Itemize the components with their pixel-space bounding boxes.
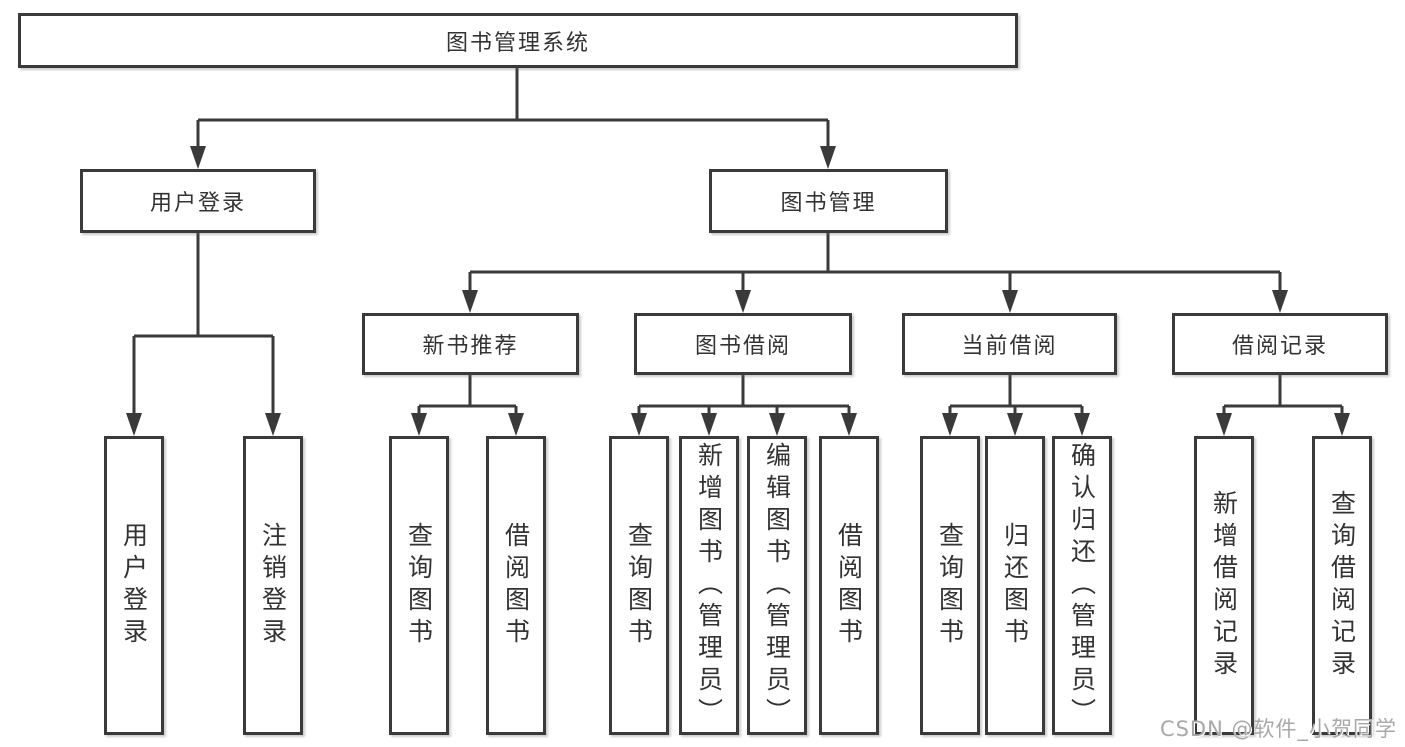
leaf-add-borrow-record: 新增借阅记录 <box>1194 436 1254 735</box>
arrowhead <box>841 413 857 436</box>
connector-book-management-to-level3 <box>462 233 1288 313</box>
arrowhead <box>769 413 785 436</box>
arrowhead <box>411 413 427 436</box>
node-label: 新增借阅记录 <box>1209 489 1239 682</box>
leaf-borrow-books-recommendation: 借阅图书 <box>486 436 546 735</box>
node-borrowing-records: 借阅记录 <box>1172 313 1388 375</box>
leaf-add-book-admin: 新增图书（管理员） <box>679 436 739 735</box>
arrowhead <box>1272 290 1288 313</box>
node-current-borrowing: 当前借阅 <box>902 313 1117 375</box>
arrowhead <box>1216 413 1232 436</box>
node-label: 当前借阅 <box>961 334 1058 359</box>
connector-root-to-level2 <box>190 68 836 169</box>
node-label: 借阅图书 <box>501 521 531 650</box>
node-label: 注销登录 <box>258 521 288 650</box>
node-label: 借阅记录 <box>1231 334 1328 359</box>
node-label: 图书借阅 <box>694 334 791 359</box>
connector-current-borrowing-to-leaves <box>942 375 1090 436</box>
leaf-confirm-return-admin: 确认归还（管理员） <box>1052 436 1112 735</box>
node-label: 查询图书 <box>624 521 654 650</box>
arrowhead <box>508 413 524 436</box>
node-label: 编辑图书（管理员） <box>762 441 792 730</box>
leaf-borrow-books-borrowing: 借阅图书 <box>819 436 879 735</box>
node-label: 新增图书（管理员） <box>694 441 724 730</box>
connector-new-book-recommendation-to-leaves <box>411 375 524 436</box>
node-label: 查询图书 <box>404 521 434 650</box>
arrowhead <box>631 413 647 436</box>
arrowhead <box>701 413 717 436</box>
arrowhead <box>820 146 836 169</box>
node-label: 归还图书 <box>1000 521 1030 650</box>
leaf-query-books-recommendation: 查询图书 <box>389 436 449 735</box>
node-label: 借阅图书 <box>834 521 864 650</box>
node-book-borrowing: 图书借阅 <box>634 313 852 375</box>
arrowhead <box>462 290 478 313</box>
node-label: 用户登录 <box>119 521 149 650</box>
node-book-management: 图书管理 <box>709 169 948 233</box>
leaf-query-borrow-record: 查询借阅记录 <box>1312 436 1372 735</box>
node-label: 图书管理 <box>780 191 877 216</box>
arrowhead <box>735 290 751 313</box>
leaf-edit-book-admin: 编辑图书（管理员） <box>747 436 807 735</box>
node-label: 图书管理系统 <box>445 30 590 56</box>
arrowhead <box>1074 413 1090 436</box>
arrowhead <box>942 413 958 436</box>
leaf-user-login: 用户登录 <box>104 436 164 735</box>
node-label: 用户登录 <box>149 191 246 216</box>
arrowhead <box>265 413 281 436</box>
node-book-management-system: 图书管理系统 <box>18 13 1018 68</box>
arrowhead <box>1334 413 1350 436</box>
node-label: 查询借阅记录 <box>1327 489 1357 682</box>
leaf-query-books-current: 查询图书 <box>920 436 980 735</box>
arrowhead <box>1007 413 1023 436</box>
arrowhead <box>1002 290 1018 313</box>
leaf-return-books: 归还图书 <box>985 436 1045 735</box>
connector-book-borrowing-to-leaves <box>631 375 857 436</box>
arrowhead <box>126 413 142 436</box>
csdn-watermark: CSDN @软件_小贺同学 <box>1159 717 1397 741</box>
node-label: 新书推荐 <box>422 334 519 359</box>
connector-borrowing-records-to-leaves <box>1216 375 1350 436</box>
node-label: 查询图书 <box>935 521 965 650</box>
connector-user-login-to-leaves <box>126 233 281 436</box>
leaf-logout: 注销登录 <box>243 436 303 735</box>
node-user-login: 用户登录 <box>80 169 316 233</box>
node-new-book-recommendation: 新书推荐 <box>362 313 579 375</box>
arrowhead <box>190 146 206 169</box>
leaf-query-books-borrowing: 查询图书 <box>609 436 669 735</box>
node-label: 确认归还（管理员） <box>1067 441 1097 730</box>
